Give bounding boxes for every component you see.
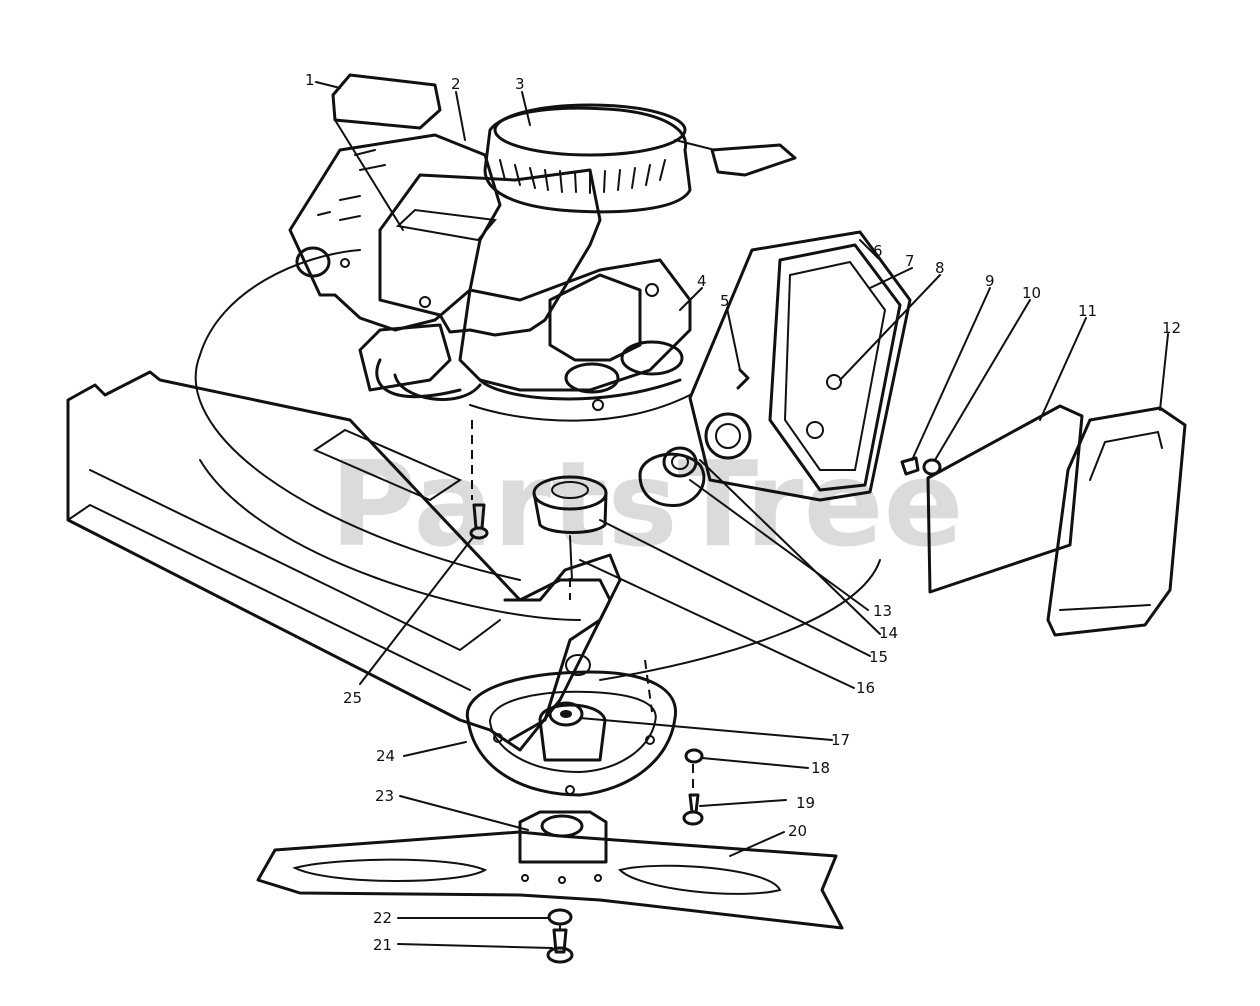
engine-shroud <box>288 133 602 337</box>
callout-24: 24 <box>376 747 395 765</box>
callout-15: 15 <box>869 648 888 666</box>
callout-7: 7 <box>905 252 915 270</box>
callout-14: 14 <box>879 624 898 642</box>
air-cleaner-body <box>688 230 912 502</box>
leader-lines <box>315 81 1169 949</box>
callout-16: 16 <box>856 679 875 697</box>
washer-and-bolt <box>682 748 704 826</box>
callout-23: 23 <box>375 787 394 805</box>
callout-21: 21 <box>373 936 392 954</box>
callout-18: 18 <box>811 759 830 777</box>
blade-washer-and-bolt <box>546 908 574 964</box>
callout-19: 19 <box>796 794 815 812</box>
callout-11: 11 <box>1078 302 1097 320</box>
callout-1: 1 <box>305 71 315 89</box>
mower-blade <box>256 810 844 930</box>
decal <box>331 73 442 130</box>
drive-nut <box>548 701 584 727</box>
callout-10: 10 <box>1022 284 1041 302</box>
callout-5: 5 <box>720 292 730 310</box>
mower-deck <box>66 249 881 752</box>
callout-9: 9 <box>985 272 995 290</box>
callout-25: 25 <box>343 689 362 707</box>
callout-22: 22 <box>373 909 392 927</box>
callout-12: 12 <box>1162 319 1181 337</box>
callout-20: 20 <box>788 822 807 840</box>
foam-filter <box>926 404 1084 594</box>
air-cleaner-cover <box>1046 406 1187 637</box>
callout-6: 6 <box>873 242 883 260</box>
breather-fittings <box>638 446 706 507</box>
callout-13: 13 <box>873 602 892 620</box>
engine-block <box>358 258 692 422</box>
watermark: PartsTree <box>330 435 964 573</box>
callout-17: 17 <box>831 731 850 749</box>
callout-3: 3 <box>515 75 525 93</box>
callout-8: 8 <box>935 259 945 277</box>
blade-adapter <box>465 670 678 797</box>
recoil-starter <box>483 103 797 214</box>
callout-4: 4 <box>697 272 707 290</box>
callout-2: 2 <box>451 75 461 93</box>
screw <box>469 503 489 540</box>
callout-labels: 1 2 3 4 5 6 7 8 9 10 11 12 13 14 15 16 1… <box>305 71 1181 954</box>
spacer <box>532 475 608 581</box>
